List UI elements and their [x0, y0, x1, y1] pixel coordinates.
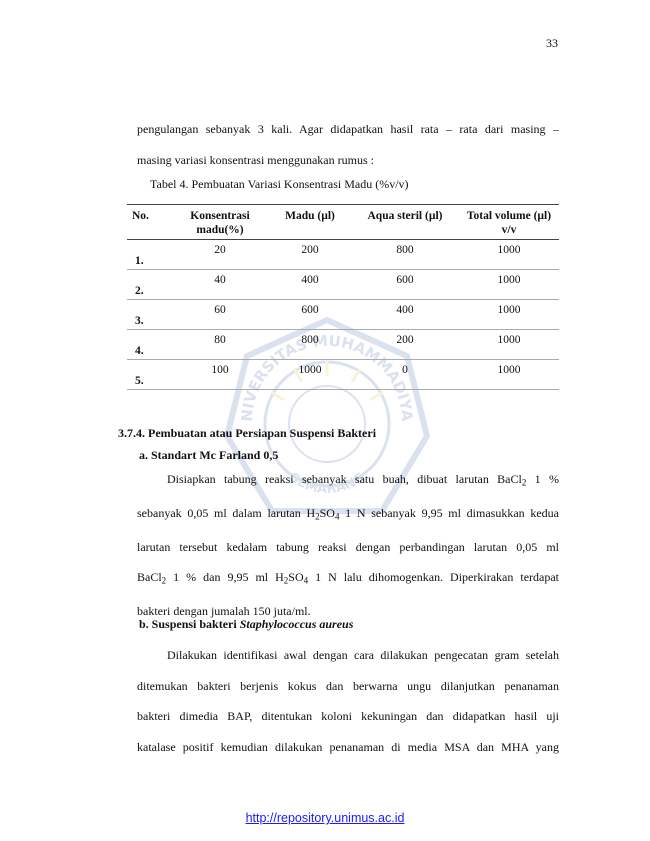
cell-aqua: 600: [351, 269, 459, 300]
subsection-b-paragraph: Dilakukan identifikasi awal dengan cara …: [137, 640, 559, 762]
cell-no: 2.: [127, 269, 171, 300]
cell-aqua: 200: [351, 329, 459, 360]
cell-aqua: 800: [351, 239, 459, 270]
intro-paragraph: pengulangan sebanyak 3 kali. Agar didapa…: [137, 114, 559, 175]
table-row: 1. 20 200 800 1000: [127, 239, 559, 270]
cell-total: 1000: [459, 269, 559, 300]
header-total: Total volume (µl) v/v: [459, 204, 559, 240]
para-a-line-1: Disiapkan tabung reaksi sebanyak satu bu…: [167, 472, 559, 488]
cell-aqua: 400: [351, 299, 459, 330]
cell-total: 1000: [459, 299, 559, 330]
table-row: 2. 40 400 600 1000: [127, 269, 559, 300]
subsection-b-title: b. Suspensi bakteri Staphylococcus aureu…: [139, 617, 354, 631]
para-b-line-4: katalase positif kemudian dilakukan pena…: [137, 739, 559, 754]
intro-line-2: masing variasi konsentrasi menggunakan r…: [137, 152, 374, 167]
intro-line-1: pengulangan sebanyak 3 kali. Agar didapa…: [137, 122, 559, 136]
cell-no: 5.: [127, 359, 171, 390]
cell-no: 1.: [127, 239, 171, 270]
repository-link[interactable]: http://repository.unimus.ac.id: [245, 811, 405, 825]
para-b-line-1: Dilakukan identifikasi awal dengan cara …: [167, 648, 559, 662]
para-b-line-2: ditemukan bakteri berjenis kokus dan ber…: [137, 678, 559, 693]
table-row: 3. 60 600 400 1000: [127, 299, 559, 330]
table-row: 5. 100 1000 0 1000: [127, 359, 559, 390]
concentration-table: No. Konsentrasi madu(%) Madu (µl) Aqua s…: [127, 204, 559, 390]
para-a-line-5: bakteri dengan jumalah 150 juta/ml.: [137, 603, 311, 618]
cell-madu: 1000: [269, 359, 351, 390]
header-aqua: Aqua steril (µl): [351, 204, 459, 240]
cell-total: 1000: [459, 329, 559, 360]
subsection-a-title: a. Standart Mc Farland 0,5: [139, 448, 279, 462]
cell-konsentrasi: 20: [171, 239, 269, 270]
cell-total: 1000: [459, 239, 559, 270]
cell-madu: 600: [269, 299, 351, 330]
para-a-line-2: sebanyak 0,05 ml dalam larutan H2SO4 1 N…: [137, 505, 559, 521]
table-row: 4. 80 800 200 1000: [127, 329, 559, 360]
cell-total: 1000: [459, 359, 559, 390]
cell-no: 3.: [127, 299, 171, 330]
cell-aqua: 0: [351, 359, 459, 390]
para-b-line-3: bakteri dimedia BAP, ditentukan koloni k…: [137, 709, 559, 723]
page-number: 33: [546, 36, 558, 50]
para-a-line-3: larutan tersebut kedalam tabung reaksi d…: [137, 539, 559, 554]
cell-madu: 400: [269, 269, 351, 300]
section-heading: 3.7.4. Pembuatan atau Persiapan Suspensi…: [118, 426, 377, 440]
para-a-line-4: BaCl2 1 % dan 9,95 ml H2SO4 1 N lalu dih…: [137, 570, 559, 586]
cell-konsentrasi: 40: [171, 269, 269, 300]
table-caption: Tabel 4. Pembuatan Variasi Konsentrasi M…: [150, 177, 409, 191]
cell-konsentrasi: 100: [171, 359, 269, 390]
header-no: No.: [127, 204, 171, 240]
cell-konsentrasi: 60: [171, 299, 269, 330]
cell-madu: 800: [269, 329, 351, 360]
header-konsentrasi: Konsentrasi madu(%): [171, 204, 269, 240]
table-header-row: No. Konsentrasi madu(%) Madu (µl) Aqua s…: [127, 204, 559, 240]
subsection-a-paragraph: Disiapkan tabung reaksi sebanyak satu bu…: [137, 464, 559, 626]
cell-madu: 200: [269, 239, 351, 270]
cell-konsentrasi: 80: [171, 329, 269, 360]
cell-no: 4.: [127, 329, 171, 360]
header-madu: Madu (µl): [269, 204, 351, 240]
